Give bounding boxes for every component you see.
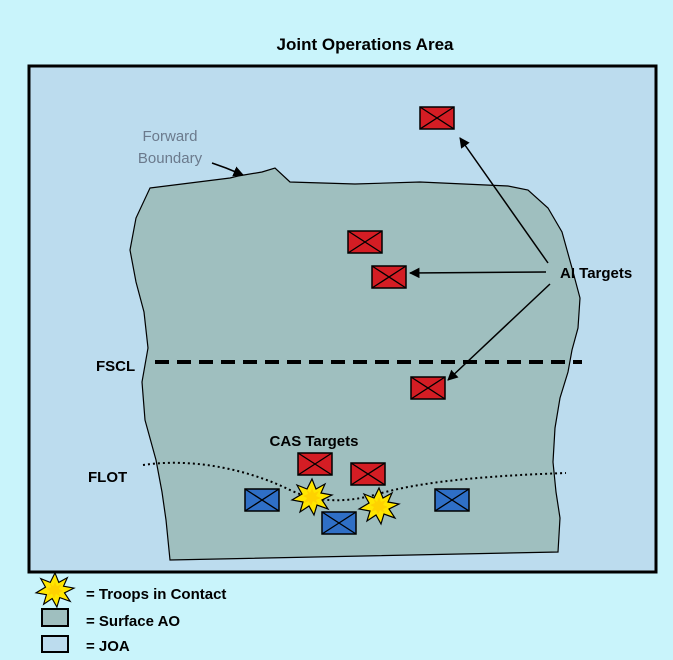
legend-surface-ao: = Surface AO	[86, 613, 180, 630]
legend-troops-in-contact: = Troops in Contact	[86, 586, 226, 603]
enemy-unit-symbol	[371, 265, 407, 289]
forward-boundary-label: Boundary	[138, 150, 203, 167]
legend-joa: = JOA	[86, 638, 130, 655]
forward-boundary-label: Forward	[142, 128, 197, 145]
enemy-unit-symbol	[350, 462, 386, 486]
ai-arrow-bottom	[447, 283, 551, 381]
cas-targets-label: CAS Targets	[270, 433, 359, 450]
ai-arrow-middle	[408, 267, 547, 279]
enemy-unit-symbol	[419, 106, 455, 130]
enemy-unit-symbol	[410, 376, 446, 400]
joa-legend-swatch	[41, 635, 69, 653]
flot-label: FLOT	[88, 469, 127, 486]
enemy-unit-symbol	[297, 452, 333, 476]
fscl-label: FSCL	[96, 358, 135, 375]
friendly-unit-symbol	[434, 488, 470, 512]
ai-arrow-top	[459, 137, 549, 264]
enemy-unit-symbol	[347, 230, 383, 254]
ai-targets-label: AI Targets	[560, 265, 632, 282]
friendly-unit-symbol	[244, 488, 280, 512]
legend: = Troops in Contact = Surface AO = JOA	[35, 572, 226, 655]
forward-boundary-pointer	[211, 162, 244, 177]
troops-in-contact-legend-icon	[35, 572, 75, 608]
diagram-title: Joint Operations Area	[277, 35, 455, 54]
surface-ao-legend-swatch	[41, 608, 69, 627]
friendly-unit-symbol	[321, 511, 357, 535]
flot-line	[142, 461, 567, 502]
